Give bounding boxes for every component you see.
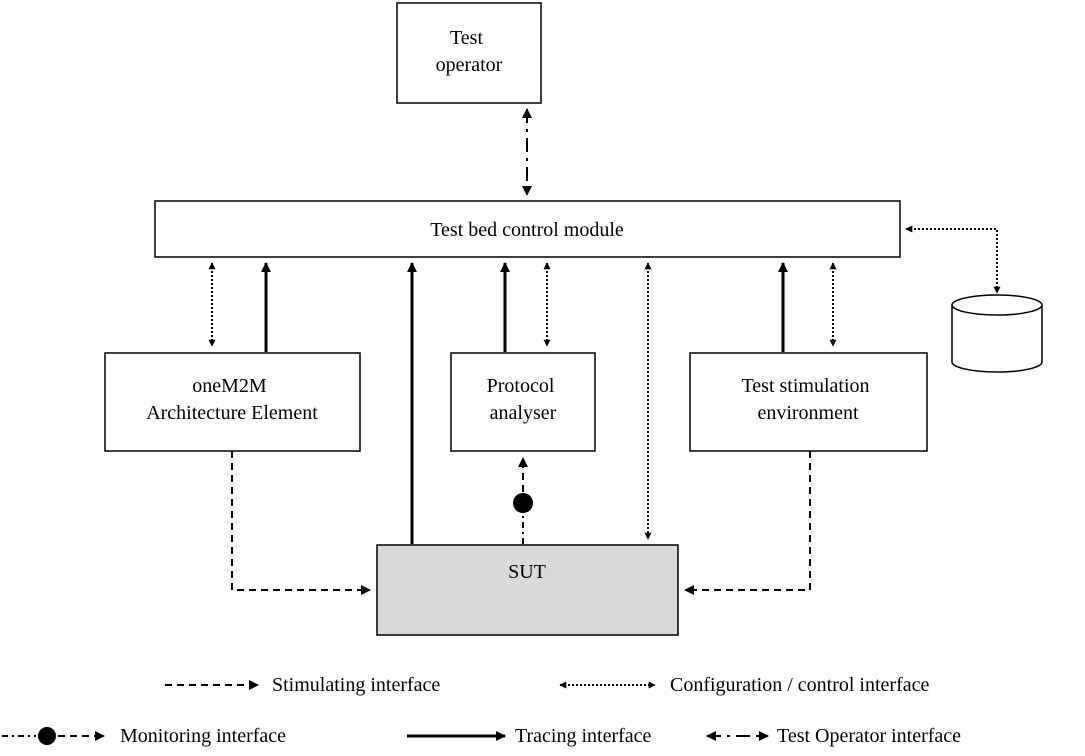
legend: Stimulating interface Configuration / co… (2, 674, 961, 747)
stim-stimulating-link (684, 451, 811, 595)
sut-box (376, 544, 679, 636)
arch-element-box (104, 352, 361, 452)
database-icon (951, 294, 1043, 373)
legend-monitoring-symbol (2, 727, 105, 745)
svg-text:Test operator: Test operator (436, 27, 503, 76)
monitoring-link (513, 457, 533, 544)
database-config-link (905, 225, 1001, 294)
test-operator-box (396, 2, 542, 104)
arch-stimulating-link (231, 451, 371, 595)
control-module-label: Test bed control module (430, 219, 624, 241)
test-operator-label-line1: Test (450, 27, 483, 49)
control-module-box (154, 200, 901, 258)
legend-tracing-label: Tracing interface (515, 725, 652, 747)
sut-label: SUT (508, 561, 546, 583)
test-operator-label-line2: operator (436, 54, 503, 76)
stim-env-label-line2: environment (757, 402, 859, 424)
stim-env-box (689, 352, 928, 452)
svg-text:Protocol analyser: Protocol analyser (487, 375, 560, 424)
legend-stimulating-label: Stimulating interface (272, 674, 440, 696)
svg-text:oneM2M Architecture Elemen: oneM2M Architecture Element (146, 375, 318, 424)
legend-configuration-label: Configuration / control interface (670, 674, 929, 696)
protocol-analyser-label-line1: Protocol (487, 375, 555, 397)
stim-env-label-line1: Test stimulation (741, 375, 869, 397)
protocol-analyser-box (450, 352, 596, 452)
arch-element-label-line1: oneM2M (192, 375, 267, 397)
legend-monitoring-label: Monitoring interface (120, 725, 286, 747)
svg-text:Test stimulation environme: Test stimulation environment (741, 375, 874, 424)
protocol-analyser-label-line2: analyser (490, 402, 557, 424)
legend-test-operator-label: Test Operator interface (777, 725, 961, 747)
arch-element-label-line2: Architecture Element (146, 402, 318, 424)
